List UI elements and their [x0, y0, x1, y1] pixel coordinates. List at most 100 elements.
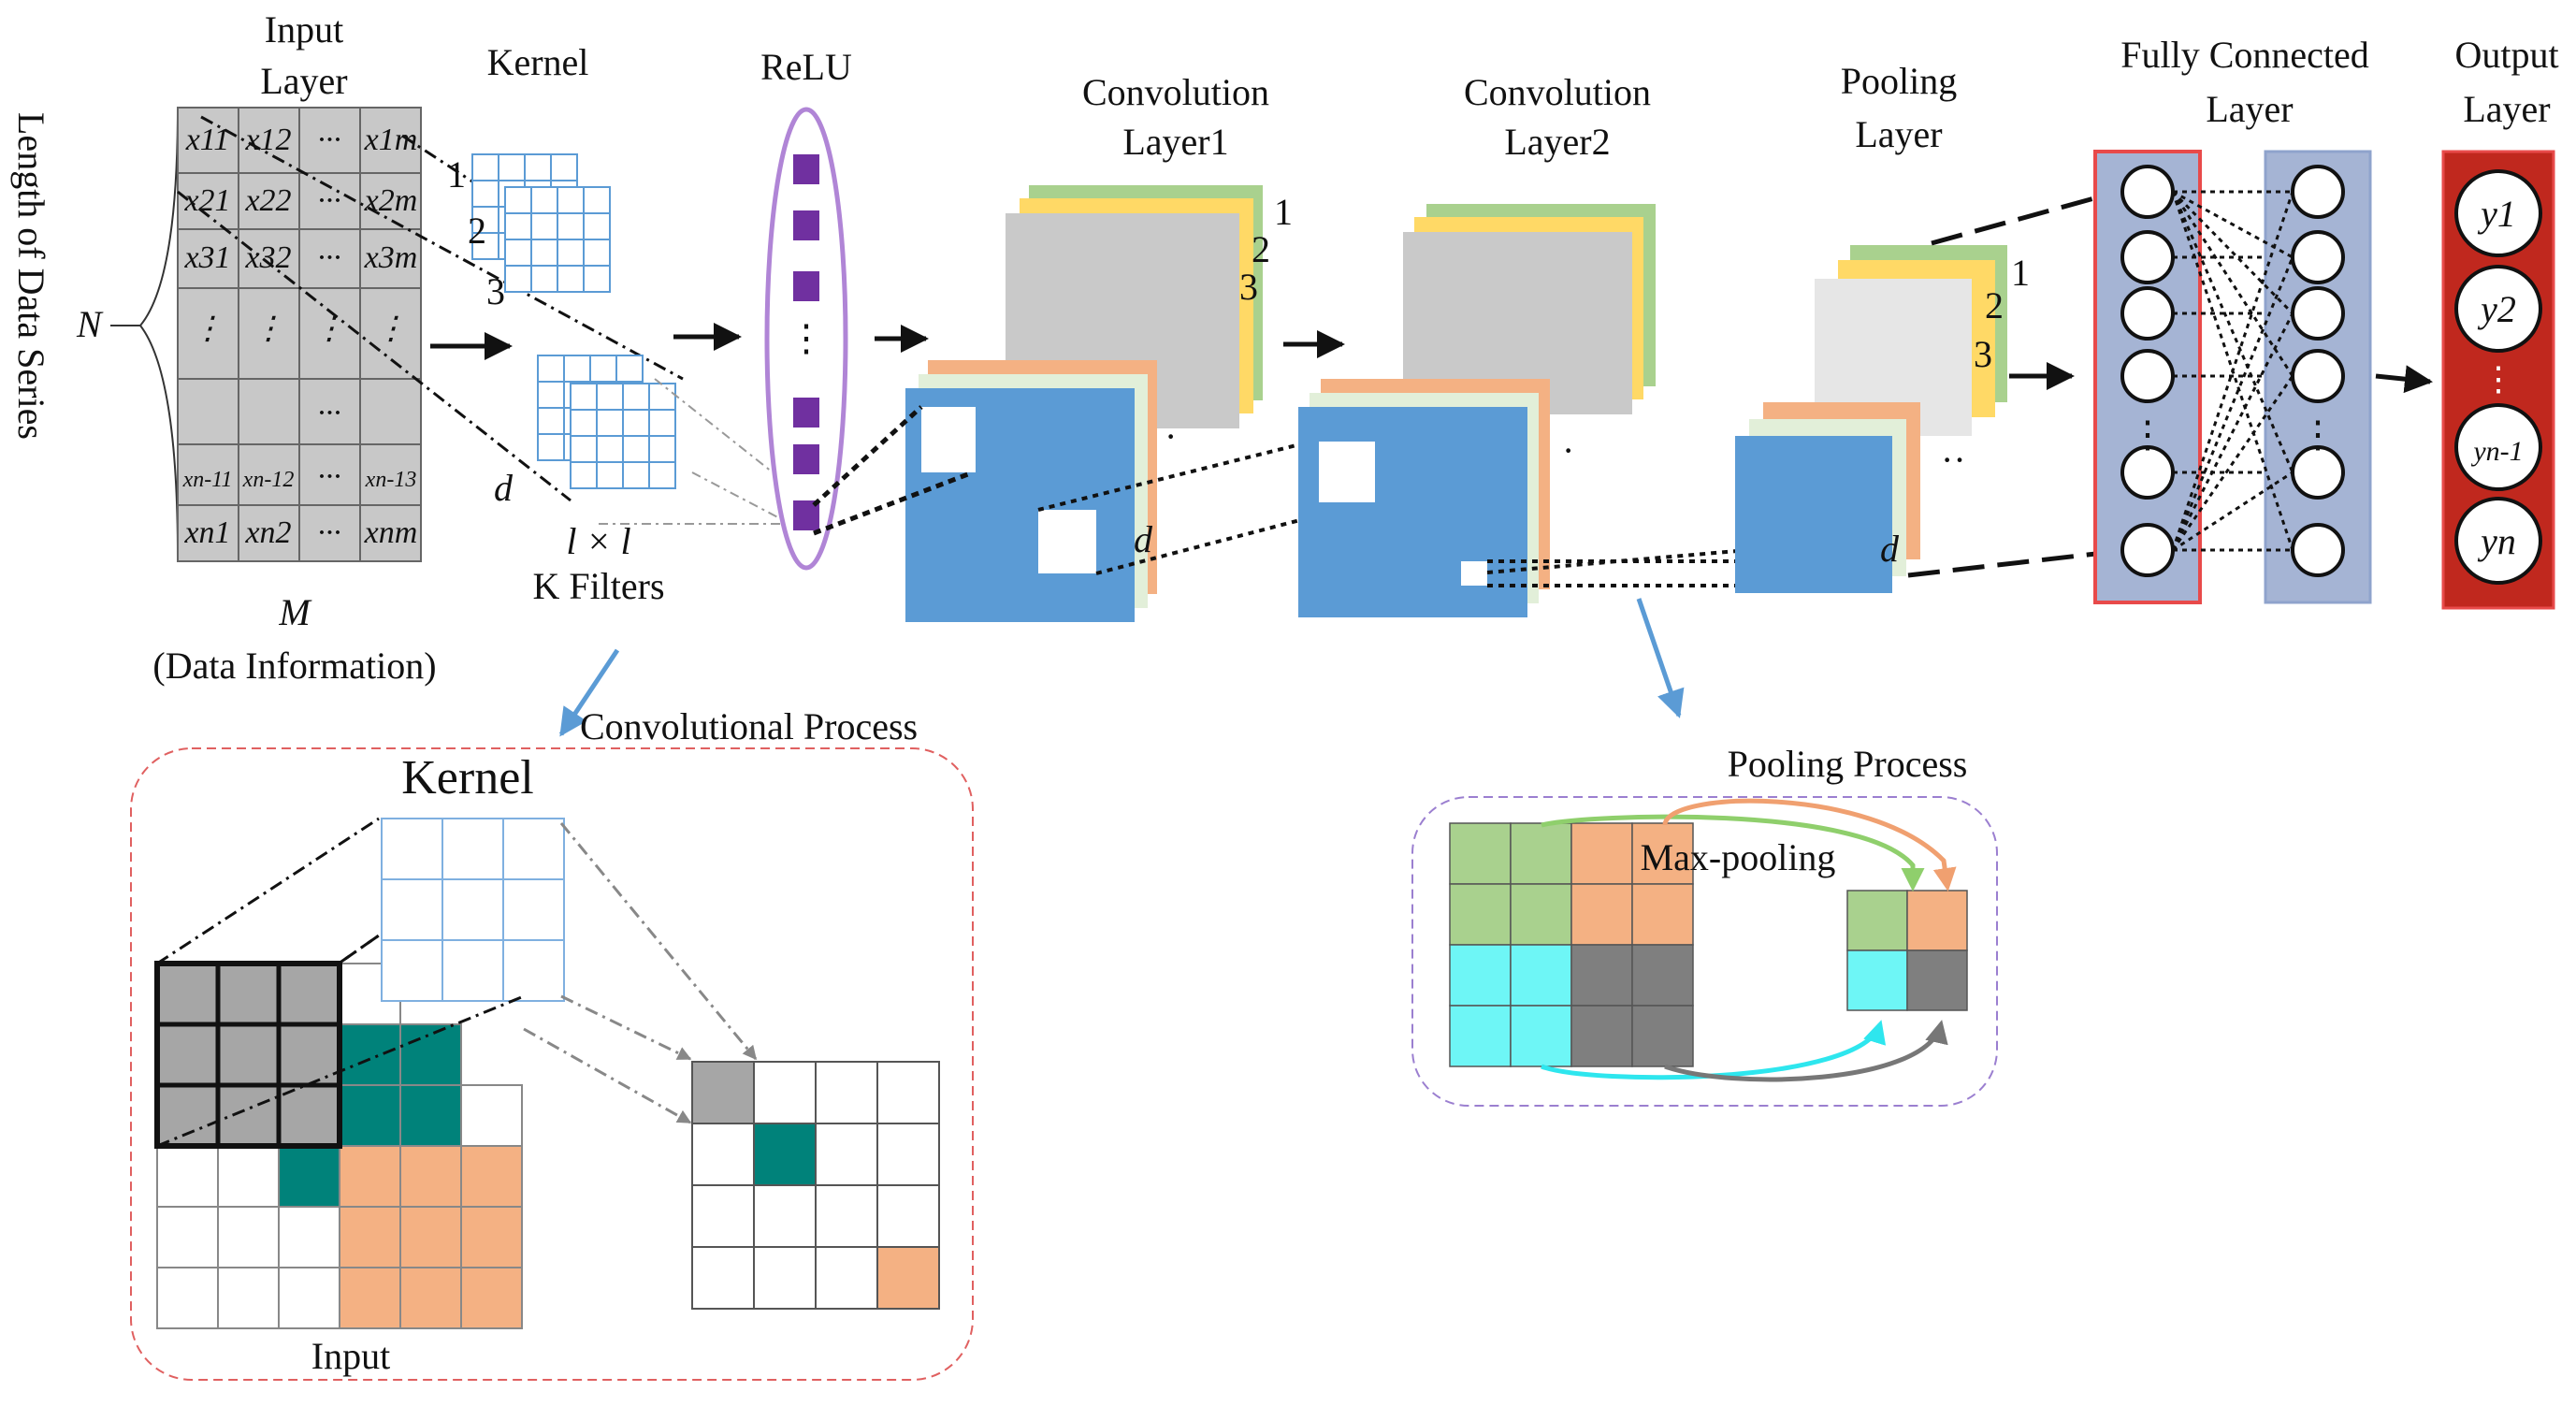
pool-input-cell — [1449, 822, 1512, 885]
matrix-cell-5-1: xn-12 — [242, 468, 295, 492]
pool-ellipsis: ·· — [1941, 439, 1966, 481]
conv-output-cell — [691, 1061, 755, 1124]
conv-input-cell — [460, 1084, 523, 1147]
pooling-title-line2: Layer — [1855, 113, 1942, 155]
conv-kernel-cell — [502, 818, 565, 880]
conv-output-cell — [691, 1123, 755, 1186]
fc-neuron — [2120, 230, 2175, 284]
pooling-layer — [1735, 245, 2007, 593]
conv1-index-1: 1 — [1274, 191, 1293, 233]
pool-input-cell — [1449, 883, 1512, 946]
matrix-cell-6-3: xnm — [364, 515, 418, 550]
fc-edge — [2172, 190, 2294, 259]
kernel-title: Kernel — [487, 41, 589, 83]
conv-kernel-cell — [381, 818, 443, 880]
conv-input-cell — [217, 963, 280, 1025]
conv-output-cell — [753, 1123, 817, 1186]
conv-output-cell — [753, 1184, 817, 1248]
conv-output-cell — [876, 1123, 940, 1186]
conv-input-cell — [339, 1023, 401, 1086]
conv1-index-3: 3 — [1239, 266, 1258, 308]
matrix-cell-3-2: ⋮ — [313, 312, 345, 346]
fc-neuron — [2120, 286, 2175, 341]
fc-neuron — [2291, 286, 2345, 341]
fc-neuron — [2291, 165, 2345, 219]
pool-index-3: 3 — [1974, 333, 1992, 375]
fc-left-vdots: ⋮ — [2129, 413, 2166, 456]
conv-input-cell — [156, 1206, 219, 1268]
conv-input-cell — [460, 1267, 523, 1329]
pool-index-2: 2 — [1985, 284, 2004, 326]
relu-neuron — [793, 154, 819, 184]
conv-input-cell — [460, 1206, 523, 1268]
fc-neuron — [2120, 165, 2175, 219]
conv-output-cell — [815, 1246, 878, 1310]
conv-kernel-cell — [441, 878, 504, 941]
matrix-cell-5-0: xn-11 — [182, 468, 233, 492]
conv2-title-line2: Layer2 — [1504, 121, 1610, 163]
matrix-cell-4-2: ··· — [317, 396, 341, 430]
conv1-index-d: d — [1134, 518, 1153, 560]
matrix-cell-2-1: x32 — [244, 240, 291, 275]
conv-output-cell — [691, 1246, 755, 1310]
conv-process-kernel-grid — [381, 818, 565, 1002]
conv-process-input-label: Input — [311, 1335, 390, 1377]
pool-input-cell — [1631, 944, 1694, 1007]
output-label-4: yn — [2477, 520, 2516, 562]
output-neuron — [2454, 169, 2542, 257]
pool-input-cell — [1570, 944, 1633, 1007]
fc-edge — [2171, 375, 2294, 551]
filter-count-label: K Filters — [532, 565, 664, 607]
kernel-index-d: d — [494, 467, 514, 509]
pool-input-cell — [1510, 1005, 1572, 1067]
conv-output-cell — [876, 1061, 940, 1124]
pool-green-arrow — [1541, 814, 1925, 891]
conv-input-cell — [217, 1084, 280, 1147]
matrix-cell-5-3: xn-13 — [365, 468, 417, 492]
conv-output-cell — [815, 1184, 878, 1248]
pool-input-cell — [1510, 822, 1572, 885]
relu-neuron — [793, 398, 819, 428]
matrix-cell-0-2: ··· — [317, 123, 341, 157]
fc-right-vdots: ⋮ — [2299, 413, 2337, 456]
conv1-title-line1: Convolution — [1082, 71, 1269, 113]
matrix-cell-2-0: x31 — [183, 240, 230, 275]
conv-input-cell — [339, 1267, 401, 1329]
conv-layer2 — [1298, 204, 1656, 617]
fc-title-line2: Layer — [2206, 88, 2293, 130]
fc-nodes-left — [2120, 165, 2175, 577]
kernel-relu-connectors — [599, 378, 791, 525]
pool-orange-arrow — [1662, 798, 1957, 891]
conv-input-cell — [399, 1084, 462, 1147]
pool-index-1: 1 — [2011, 252, 2030, 294]
fc-to-output-arrow — [2375, 365, 2433, 394]
conv-input-cell — [278, 1084, 340, 1147]
output-label-1: y2 — [2477, 288, 2516, 330]
conv-input-cell — [278, 963, 340, 1025]
conv-input-cell — [217, 1145, 280, 1208]
conv-layer1 — [905, 185, 1263, 622]
filter-size-label: l × l — [566, 520, 630, 562]
data-information-label: (Data Information) — [152, 645, 436, 687]
relu-conv1-connectors — [812, 405, 974, 536]
conv1-title-line2: Layer1 — [1122, 121, 1228, 163]
output-neuron — [2454, 403, 2542, 491]
output-neuron — [2454, 497, 2542, 585]
matrix-cell-0-1: x12 — [244, 123, 291, 157]
conv-output-cell — [753, 1061, 817, 1124]
conv-input-cell — [156, 1023, 219, 1086]
conv-output-cell — [815, 1061, 878, 1124]
fc-neuron — [2291, 445, 2345, 500]
conv2-title-line1: Convolution — [1464, 71, 1651, 113]
fc-connections — [2171, 190, 2294, 552]
pool-output-cell — [1906, 890, 1968, 951]
conv-input-cell — [399, 1023, 462, 1086]
conv-output-cell — [876, 1246, 940, 1310]
pool-input-cell — [1449, 1005, 1512, 1067]
conv-output-cell — [876, 1184, 940, 1248]
conv-input-cell — [399, 1206, 462, 1268]
pooling-output-grid — [1846, 890, 1968, 1011]
conv-process-output-arrows — [523, 822, 758, 1124]
